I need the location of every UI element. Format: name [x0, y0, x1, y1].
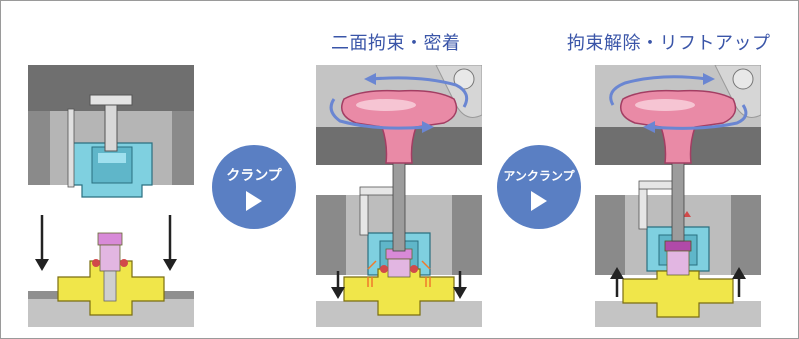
- caption-released: 拘束解除・リフトアップ: [567, 33, 771, 54]
- unclamp-step-circle: アンクランプ: [497, 145, 581, 229]
- rotate-arrow-icon: [329, 73, 469, 133]
- panel-before-clamp: [28, 65, 194, 327]
- down-arrow-icon: [163, 215, 177, 271]
- rotate-arrow-icon: [609, 73, 748, 133]
- down-arrow-icon: [35, 215, 49, 271]
- caption-clamped: 二面拘束・密着: [331, 33, 461, 54]
- clamp-step-circle: クランプ: [212, 145, 296, 229]
- up-arrow-icon: [732, 267, 746, 297]
- panel-clamped: [316, 65, 482, 327]
- play-triangle-icon: [246, 191, 262, 211]
- clamp-step-label: クランプ: [226, 168, 282, 184]
- down-arrow-icon: [331, 271, 345, 299]
- panel-released: [595, 65, 761, 327]
- unclamp-step-label: アンクランプ: [503, 169, 575, 183]
- up-arrow-icon: [610, 267, 624, 297]
- down-arrow-icon: [453, 271, 467, 299]
- play-triangle-icon: [531, 191, 547, 211]
